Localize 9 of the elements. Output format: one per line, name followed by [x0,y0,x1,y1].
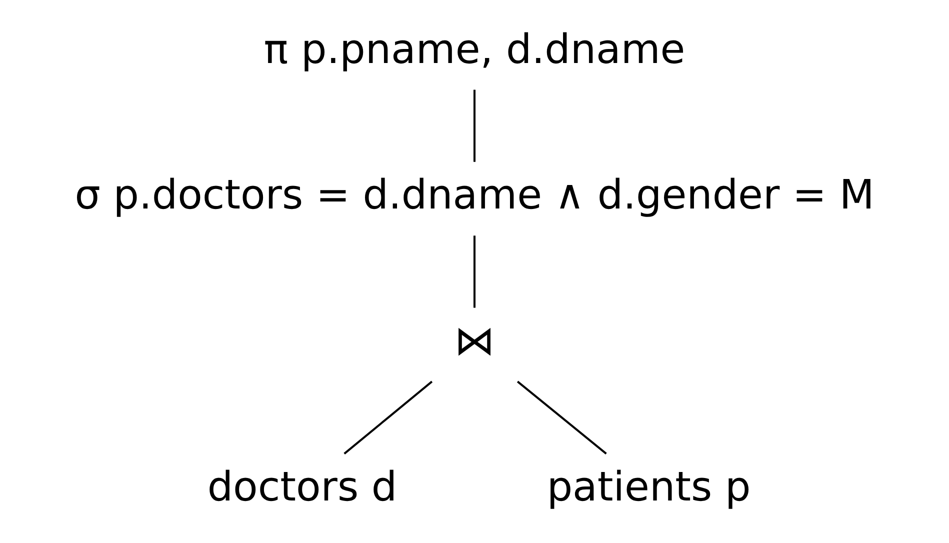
node-text: doctors d [207,462,398,510]
connector [344,380,433,454]
node-text: patients p [546,462,751,510]
connector [473,90,476,162]
node-text: π p.pname, d.dname [264,24,686,73]
node-text: ⋈ [454,316,495,365]
connector [473,236,476,308]
connector [516,380,607,454]
node-text: σ p.doctors = d.dname ∧ d.gender = M [74,170,874,219]
